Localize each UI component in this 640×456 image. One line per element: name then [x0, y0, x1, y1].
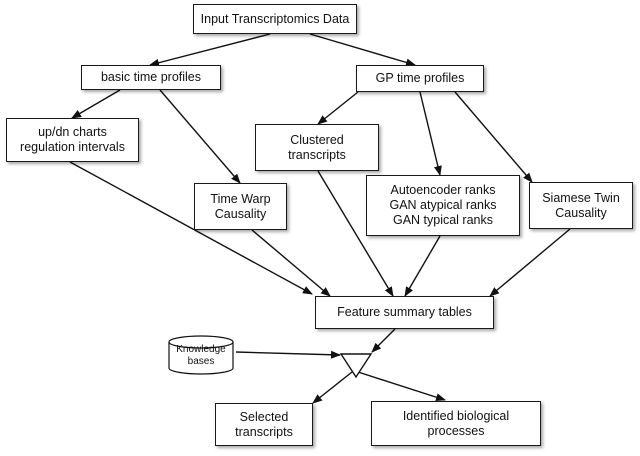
node-input-transcriptomics-data: Input Transcriptomics Data [193, 4, 357, 34]
edge-timewarp-feature [251, 229, 331, 297]
edge-funnel-selected [312, 371, 353, 404]
node-feature-summary-tables: Feature summary tables [315, 296, 494, 329]
node-time-warp-causality: Time Warp Causality [194, 183, 287, 230]
edge-siamese-feature [489, 228, 571, 297]
node-basic-time-profiles: basic time profiles [81, 65, 221, 90]
node-label: Identified biological processes [402, 408, 510, 438]
edge-basic-timewarp [159, 89, 241, 184]
node-label: Siamese Twin Causality [542, 190, 620, 220]
merge-funnel-icon [339, 353, 373, 379]
edge-updn-feature [69, 161, 313, 295]
node-label: Knowledge bases [176, 344, 226, 367]
edge-input-gp [309, 33, 416, 67]
edge-gp-siamese [454, 91, 533, 183]
edge-input-basic [149, 33, 271, 67]
node-identified-biological-processes: Identified biological processes [371, 401, 541, 446]
edge-basic-updn [71, 89, 121, 119]
node-label: Feature summary tables [337, 305, 472, 319]
node-label: GP time profiles [375, 71, 465, 85]
edge-gp-ranks [419, 91, 442, 176]
node-siamese-twin-causality: Siamese Twin Causality [529, 182, 633, 229]
edge-knowledge-funnel [235, 350, 341, 359]
node-label: Clustered transcripts [288, 132, 346, 162]
node-updn-charts: up/dn charts regulation intervals [6, 118, 139, 162]
edge-feature-funnel [371, 328, 396, 353]
node-label: Time Warp Causality [210, 191, 271, 221]
node-ranks: Autoencoder ranks GAN atypical ranks GAN… [366, 175, 520, 236]
node-label: Autoencoder ranks GAN atypical ranks GAN… [389, 183, 497, 227]
node-gp-time-profiles: GP time profiles [356, 65, 484, 92]
edge-clustered-feature [317, 170, 394, 297]
node-selected-transcripts: Selected transcripts [215, 403, 313, 446]
edge-gp-clustered [317, 91, 359, 125]
edge-funnel-identified [357, 371, 446, 402]
knowledge-bases-database: Knowledge bases [167, 335, 235, 375]
node-label: Selected transcripts [235, 409, 293, 439]
node-label: Input Transcriptomics Data [200, 11, 350, 26]
edge-ranks-feature [404, 235, 441, 297]
database-icon [168, 335, 234, 375]
node-clustered-transcripts: Clustered transcripts [255, 124, 379, 171]
node-label: up/dn charts regulation intervals [20, 125, 125, 154]
node-label: basic time profiles [100, 70, 202, 84]
